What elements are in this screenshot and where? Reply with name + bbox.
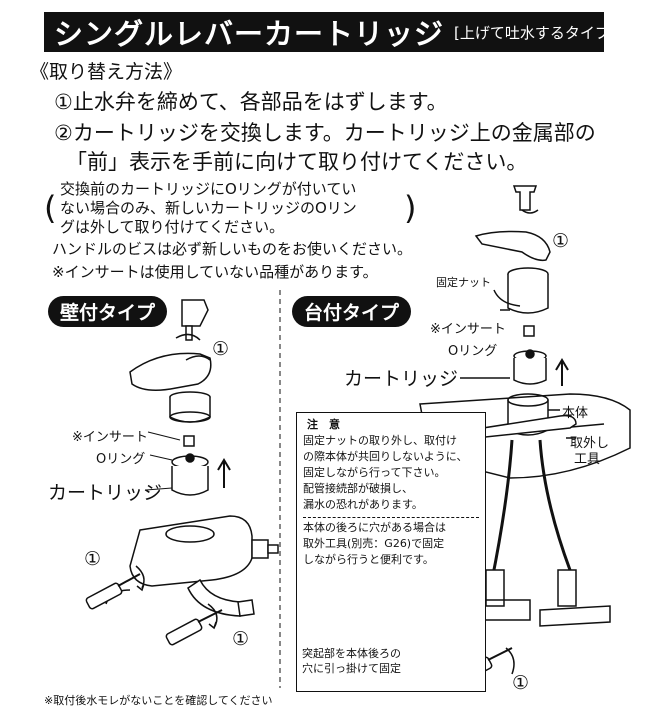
deck-step-number-handle: ① bbox=[552, 230, 570, 252]
page-title: シングルレバーカートリッジ bbox=[54, 17, 445, 51]
wall-oring-label: Oリング bbox=[96, 452, 146, 467]
hook-caption-line-1: 突起部を本体後ろの bbox=[302, 647, 401, 660]
screw-icon bbox=[185, 325, 193, 341]
caution-heading: 注 意 bbox=[307, 418, 340, 431]
lever-icon-top bbox=[512, 185, 538, 211]
wall-step-number-handle: ① bbox=[212, 338, 230, 360]
wall-type-pill: 壁付タイプ bbox=[48, 296, 168, 327]
deck-body-label: 本体 bbox=[562, 406, 589, 421]
deck-tool-label-1: 取外し bbox=[570, 436, 610, 451]
wall-insert-label: ※インサート bbox=[72, 430, 148, 445]
deck-nut-label: 固定ナット bbox=[436, 276, 491, 289]
caution-line-6: 本体の後ろに穴がある場合は bbox=[303, 521, 446, 534]
footer-note: ※取付後水モレがないことを確認してください bbox=[44, 694, 273, 707]
wall-leaders bbox=[145, 431, 181, 491]
deck-oring-label: Oリング bbox=[448, 344, 498, 359]
hook-caption-line-2: 穴に引っ掛けて固定 bbox=[302, 662, 401, 675]
note-paren-line-3: グは外して取り付けてください。 bbox=[60, 218, 285, 236]
cartridge-body bbox=[171, 466, 209, 496]
screwdriver-right bbox=[165, 609, 223, 646]
faucet-body bbox=[129, 515, 253, 587]
note-insert: ※インサートは使用していない品種があります。 bbox=[52, 263, 378, 281]
step-2-line-1: ②カートリッジを交換します。カートリッジ上の金属部の bbox=[54, 121, 596, 145]
title-bar: シングルレバーカートリッジ [上げて吐水するタイプ] bbox=[44, 12, 616, 52]
step-1: ①止水弁を締めて、各部品をはずします。 bbox=[54, 90, 448, 114]
wall-step-number-left: ① bbox=[84, 548, 102, 570]
wall-type-drawing bbox=[85, 299, 279, 646]
deck-handle bbox=[474, 230, 551, 262]
caution-line-5: 漏水の恐れがあります。 bbox=[303, 498, 423, 511]
step-2-line-2: 「前」表示を手前に向けて取り付けてください。 bbox=[66, 150, 528, 174]
caution-line-8: しながら行うと便利です。 bbox=[303, 553, 434, 566]
page-subtitle: [上げて吐水するタイプ] bbox=[454, 23, 616, 42]
lever-icon bbox=[181, 299, 209, 327]
handle-lever bbox=[129, 352, 212, 391]
screwdriver-left bbox=[85, 573, 141, 610]
wall-step-number-right: ① bbox=[232, 628, 250, 650]
caution-box: 注 意 固定ナットの取り外し、取付け の際本体が共回りしないように、 固定しなが… bbox=[296, 412, 486, 692]
removal-tool bbox=[468, 414, 577, 439]
deck-type-pill: 台付タイプ bbox=[292, 296, 412, 327]
right-paren: ) bbox=[404, 189, 417, 227]
caution-line-3: 固定しながら行って下さい。 bbox=[303, 466, 446, 479]
insert-part bbox=[183, 435, 195, 447]
note-paren-line-2: ない場合のみ、新しいカートリッジのOリン bbox=[60, 199, 357, 217]
deck-insert-label: ※インサート bbox=[430, 322, 506, 337]
method-heading: 《取り替え方法》 bbox=[30, 61, 183, 83]
hook-caption: 突起部を本体後ろの 穴に引っ掛けて固定 bbox=[302, 646, 401, 676]
left-paren: ( bbox=[44, 189, 57, 227]
deck-tool-label-2: 工具 bbox=[574, 452, 601, 467]
deck-step-number-right: ① bbox=[512, 672, 530, 694]
caution-line-7: 取外工具(別売：G26)で固定 bbox=[303, 537, 445, 550]
caution-line-1: 固定ナットの取り外し、取付け bbox=[303, 434, 457, 447]
caution-line-4: 配管接続部が破損し、 bbox=[303, 482, 413, 495]
deck-cartridge-label: カートリッジ bbox=[344, 368, 459, 390]
wall-cartridge-label: カートリッジ bbox=[48, 482, 163, 504]
note-screw: ハンドルのビスは必ず新しいものをお使いください。 bbox=[52, 240, 413, 258]
caution-line-2: の際本体が共回りしないように、 bbox=[303, 450, 468, 463]
note-paren-line-1: 交換前のカートリッジにOリングが付いてい bbox=[60, 180, 357, 198]
